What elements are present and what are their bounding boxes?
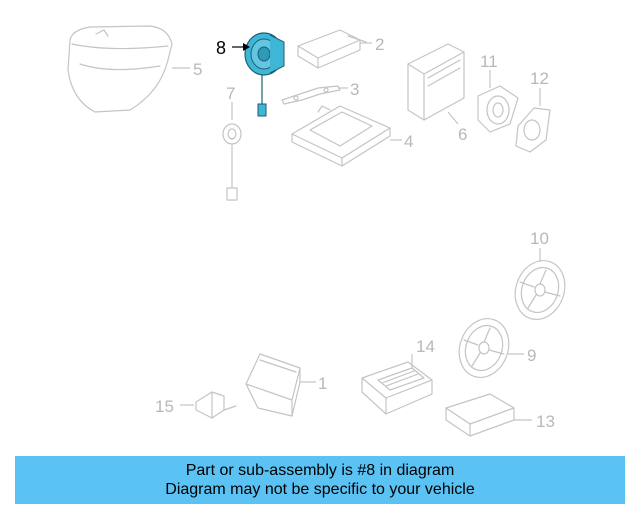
callout-1[interactable]: 1 <box>318 374 327 393</box>
callout-14[interactable]: 14 <box>416 337 435 356</box>
part-8-speaker[interactable] <box>244 32 285 117</box>
callout-11[interactable]: 11 <box>480 52 498 71</box>
callout-15[interactable]: 15 <box>155 397 174 416</box>
callout-7[interactable]: 7 <box>226 84 235 103</box>
part-12-tweeter[interactable] <box>515 107 551 153</box>
callout-10[interactable]: 10 <box>530 229 549 248</box>
part-3-bracket[interactable] <box>281 85 341 105</box>
callout-5[interactable]: 5 <box>193 60 202 79</box>
callout-6[interactable]: 6 <box>458 125 467 144</box>
banner-line-1: Part or sub-assembly is #8 in diagram <box>185 462 455 479</box>
part-7-sensor[interactable] <box>222 123 242 201</box>
part-15-bracket[interactable] <box>195 391 237 419</box>
callout-13[interactable]: 13 <box>536 412 555 431</box>
part-5-console-lid[interactable] <box>67 25 173 113</box>
leader-8-arrow <box>243 43 250 51</box>
part-4-tray[interactable] <box>291 105 391 167</box>
callout-4[interactable]: 4 <box>404 132 413 151</box>
info-banner: Part or sub-assembly is #8 in diagram Di… <box>15 456 625 504</box>
parts-diagram: 5 8 2 3 4 6 <box>67 25 573 437</box>
banner-line-2: Diagram may not be specific to your vehi… <box>165 481 475 498</box>
part-9-wheel[interactable] <box>451 312 517 385</box>
part-6-amplifier[interactable] <box>407 43 465 121</box>
part-1-housing[interactable] <box>245 353 301 417</box>
part-11-speaker[interactable] <box>477 85 519 133</box>
part-2-module[interactable] <box>297 29 367 69</box>
part-14-panel[interactable] <box>361 361 433 415</box>
part-13-control-unit[interactable] <box>445 393 515 437</box>
leader-6 <box>447 111 459 125</box>
part-10-wheel[interactable] <box>507 254 573 327</box>
callout-9[interactable]: 9 <box>527 346 536 365</box>
callout-3[interactable]: 3 <box>350 80 359 99</box>
callout-2[interactable]: 2 <box>375 35 384 54</box>
callout-8[interactable]: 8 <box>216 38 226 58</box>
callout-12[interactable]: 12 <box>530 69 549 88</box>
